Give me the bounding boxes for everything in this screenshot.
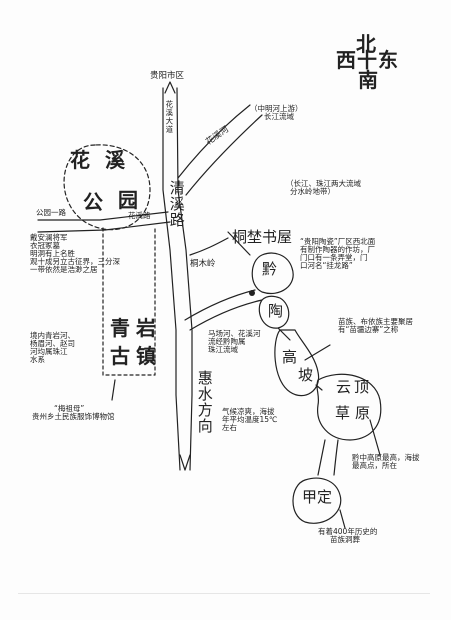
label-park-road: 公园一路 [36, 208, 66, 217]
pointer-jiading [339, 509, 346, 529]
label-qian: 黔 [262, 260, 278, 278]
compass-west: 西 [336, 48, 356, 72]
jiading-circle [292, 477, 342, 524]
label-yun: 云 [336, 378, 352, 396]
label-yuan: 园 [118, 188, 138, 212]
compass-north: 北 [356, 32, 376, 56]
label-yan: 岩 [136, 316, 156, 340]
gaopo-shape [274, 329, 320, 397]
label-gao: 高 [282, 348, 298, 366]
label-yuan2: 原 [355, 404, 371, 422]
paper-edge [18, 18, 430, 594]
yunding-jiading-road-2 [333, 439, 339, 476]
note-museum: “梅祖母” 贵州乡土民族服饰博物馆 [32, 404, 115, 421]
label-tao: 陶 [268, 302, 284, 320]
label-qingxilu: 清溪路 [167, 180, 186, 228]
south-arrow [179, 454, 191, 471]
gaopo-yunding-road [315, 384, 323, 391]
label-hua: 花 [70, 148, 90, 172]
qingyan-box [102, 227, 156, 376]
note-river-flow: 马场河、花溪河 流经黔陶属 珠江流域 [208, 329, 261, 354]
note-upstream: （中明河上游） 长江流域 [250, 104, 303, 121]
huaxi-river-1 [177, 104, 251, 179]
pointer-yunding [369, 419, 381, 456]
label-inner-road: 花溪路 [128, 211, 151, 220]
main-road-right [176, 87, 193, 471]
label-gu: 古 [110, 344, 130, 368]
note-jiading: 有着400年历史的 苗族洞葬 [318, 527, 378, 544]
label-guiyang: 贵阳市区 [150, 71, 185, 81]
compass-south: 南 [358, 68, 378, 92]
tongmu-dot [249, 290, 255, 296]
label-ding: 顶 [354, 378, 370, 396]
park-road [37, 211, 169, 221]
pointer-qian [227, 231, 251, 256]
label-zhen: 镇 [136, 344, 156, 368]
huaxi-river-2 [185, 114, 263, 196]
label-huaxi-dadao: 花溪大道 [164, 100, 174, 134]
pointer-museum [111, 379, 116, 401]
park-dashed-circle [63, 144, 151, 231]
note-crafts: “贵阳陶瓷”厂区西北面 有制作陶器的作坊，厂 门口有一条弄堂，门 口河名“挂龙路… [300, 237, 376, 270]
east-road-2 [189, 299, 263, 331]
label-tongmu: 桐木岭 [190, 259, 216, 269]
tongmu-branch [189, 237, 229, 256]
note-yunding: 黔中高原最高，海拔 最高点，所在 [352, 453, 420, 470]
compass-east: 东 [378, 48, 398, 72]
pointer-gaopo [304, 344, 331, 361]
compass-center: 十 [357, 48, 377, 72]
label-gong: 公 [83, 190, 103, 214]
label-qing: 青 [110, 316, 130, 340]
note-qingyan-rivers: 境内青岩河、 杨眉河、赵司 河均属珠江 水系 [30, 331, 75, 364]
note-watershed: （长江、珠江两大流域 分水岭地带） [286, 179, 361, 196]
north-arrow [164, 81, 176, 94]
main-road-left [162, 87, 181, 471]
qian-circle [251, 252, 294, 294]
label-tongzi: 桐埜书屋 [232, 228, 293, 246]
label-cao: 草 [335, 404, 351, 422]
note-gaopo: 苗族、布依族主要聚居 有“苗疆边寨”之称 [338, 317, 413, 334]
label-huishui: 惠水方向 [195, 370, 214, 434]
tao-circle [258, 295, 290, 329]
label-jiading: 甲定 [302, 488, 333, 506]
label-po: 坡 [298, 366, 314, 384]
note-altitude: 气候凉爽，海拔 年平均温度15℃ 左右 [222, 407, 278, 432]
note-daian: 戴安澜将军 衣冠冢墓 明洞有上名胜 观十成另立古征界，三分深 一带依然是浩渺之居 [30, 233, 120, 274]
park-road-2 [37, 221, 171, 233]
east-road-1 [184, 289, 256, 321]
label-xi: 溪 [105, 148, 125, 172]
yunding-jiading-road-1 [317, 439, 326, 476]
yunding-shape [316, 373, 382, 441]
tao-gaopo-road [277, 327, 291, 341]
